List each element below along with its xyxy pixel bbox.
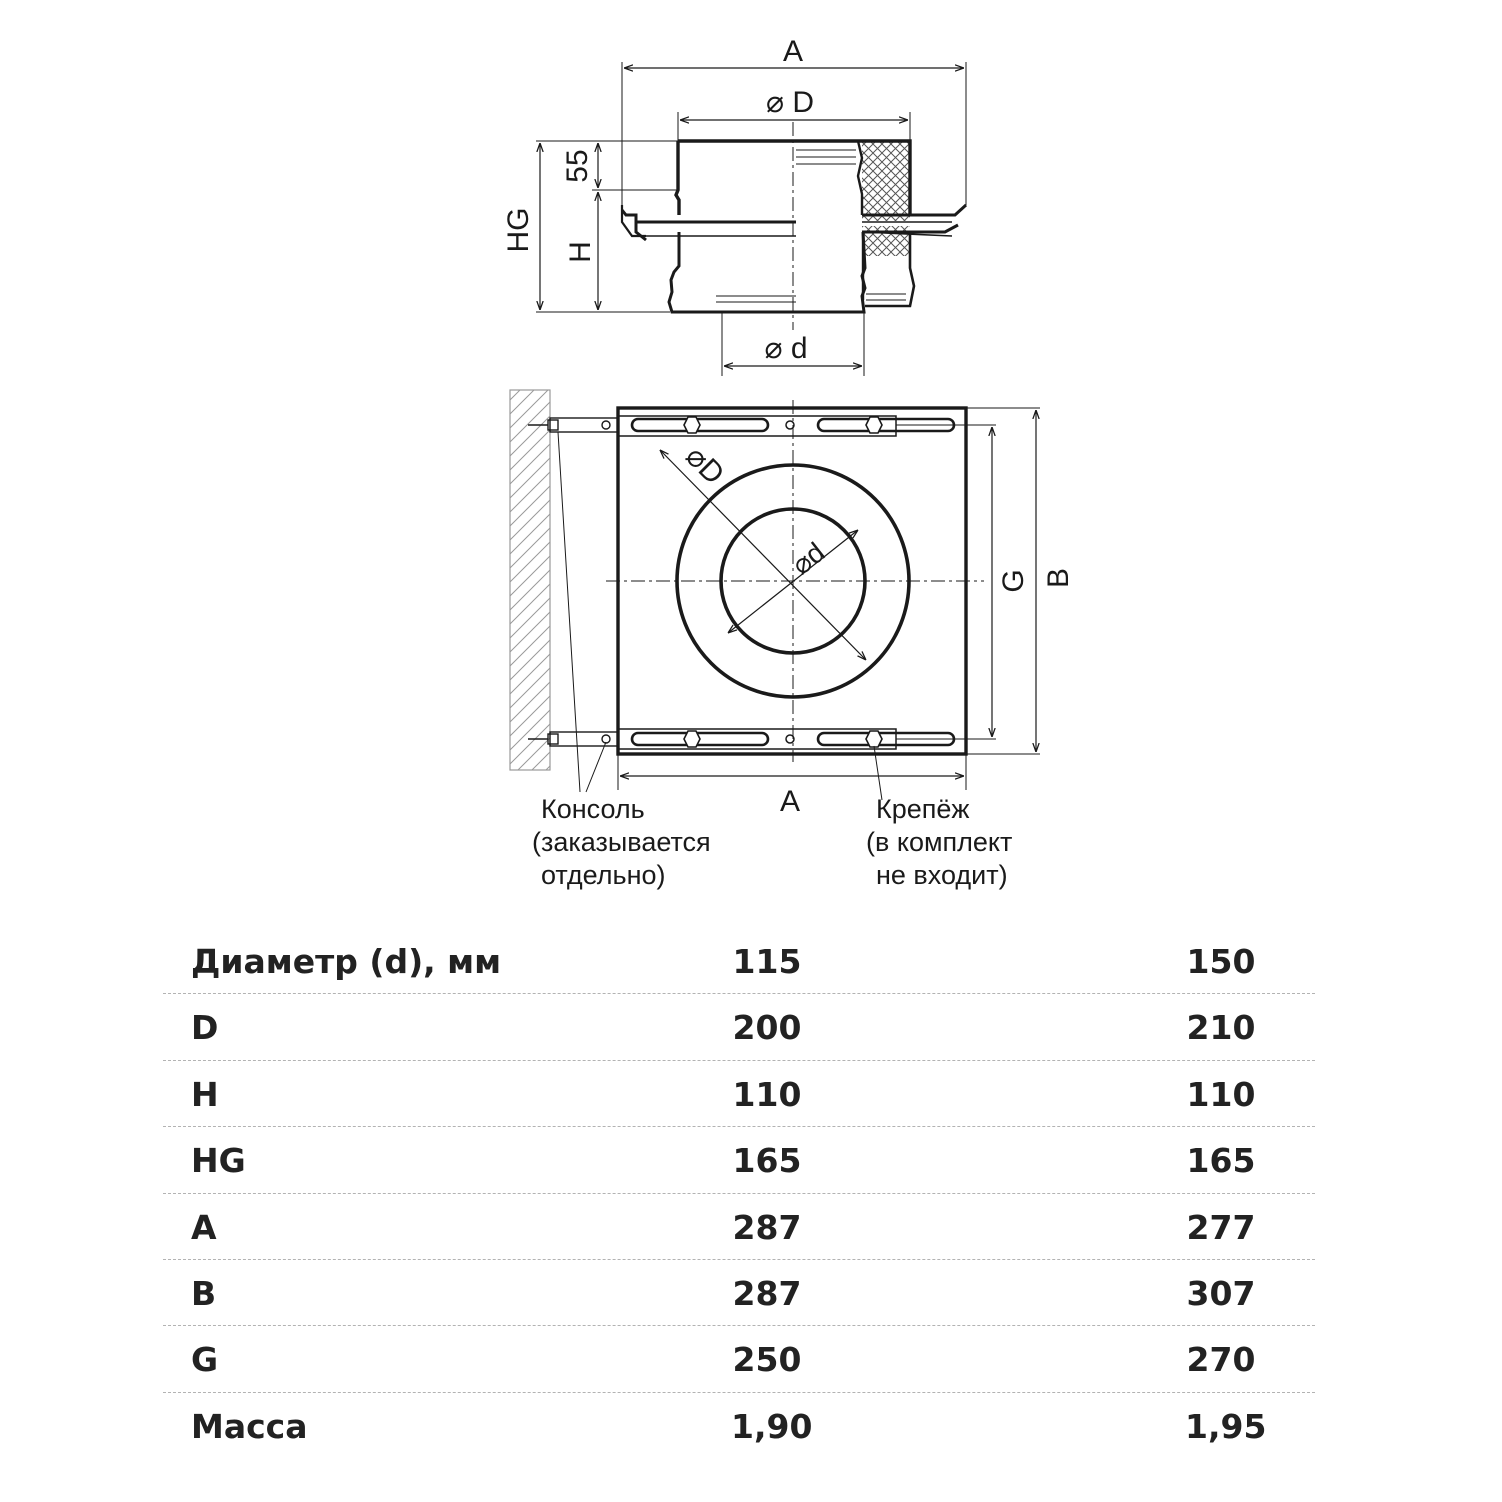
callout-fastener-line-1: Крепёж: [876, 794, 969, 824]
callout-console: Консоль (заказывается отдельно): [532, 794, 711, 890]
label-side-A: A: [783, 35, 803, 68]
callout-console-line-2: (заказывается: [532, 827, 711, 857]
row-label: D: [191, 1008, 219, 1048]
top-view: [509, 389, 1040, 801]
leader-fastener: [873, 745, 883, 801]
label-top-B: B: [1042, 568, 1075, 588]
rail-top: [617, 415, 956, 437]
row-label: H: [191, 1074, 219, 1114]
wall: [509, 389, 551, 771]
diameter-D-line: [660, 450, 866, 660]
row-label: A: [191, 1207, 217, 1247]
callout-console-line-3: отдельно): [541, 860, 666, 890]
row-value-150: 1,95: [1185, 1406, 1267, 1446]
label-top-D: ⌀D: [679, 440, 730, 491]
table-row: G 250 270: [163, 1326, 1315, 1393]
flange-lower-line: [646, 221, 953, 237]
row-value-115: 200: [732, 1008, 802, 1048]
label-side-D: ⌀ D: [766, 86, 814, 119]
row-value-150: 210: [1186, 1008, 1256, 1048]
row-value-150: 165: [1186, 1141, 1256, 1181]
callout-console-line-1: Консоль: [541, 794, 645, 824]
row-label: Диаметр (d), мм: [191, 942, 502, 981]
leader-console: [557, 431, 607, 793]
table-row: H 110 110: [163, 1061, 1315, 1128]
row-value-115: 250: [732, 1340, 802, 1380]
label-side-HG: HG: [502, 208, 535, 253]
outer-casing-lower: [865, 232, 916, 308]
inner-wall: [856, 140, 865, 300]
technical-drawing: A ⌀ D ⌀ d 55 H HG: [502, 35, 1075, 890]
diameter-d-line: [728, 530, 858, 633]
label-side-55: 55: [561, 149, 594, 182]
label-side-H: H: [564, 241, 597, 263]
row-value-115: 110: [732, 1074, 802, 1114]
table-row: B 287 307: [163, 1260, 1315, 1327]
label-side-d: ⌀ d: [764, 332, 807, 365]
label-top-A: A: [780, 785, 800, 818]
row-value-150: 307: [1186, 1273, 1256, 1313]
callout-fastener: Крепёж (в комплект не входит): [866, 794, 1012, 890]
table-row: Диаметр (d), мм 115 150: [163, 928, 1315, 995]
table-row: HG 165 165: [163, 1127, 1315, 1194]
callout-fastener-line-2: (в комплект: [866, 827, 1012, 857]
row-value-115: 1,90: [731, 1406, 813, 1446]
row-value-115: 287: [732, 1273, 802, 1313]
row-value-150: 150: [1186, 942, 1256, 981]
row-value-115: 115: [732, 942, 802, 981]
extension-lines: [536, 62, 967, 376]
label-top-d: ⌀d: [786, 536, 831, 580]
spec-table: Диаметр (d), мм 115 150 D 200 210 H 110 …: [163, 928, 1315, 1459]
seam-lines: [716, 149, 906, 303]
console-arms: [528, 417, 619, 747]
callout-fastener-line-3: не входит): [876, 860, 1008, 890]
row-value-150: 277: [1186, 1207, 1256, 1247]
flange-left: [620, 205, 646, 238]
insulation-upper: [862, 141, 910, 221]
side-view: [536, 62, 968, 376]
row-label: B: [191, 1273, 217, 1313]
row-value-150: 110: [1186, 1074, 1256, 1114]
row-label: G: [191, 1340, 219, 1380]
row-value-115: 287: [732, 1207, 802, 1247]
row-value-150: 270: [1186, 1340, 1256, 1380]
label-top-G: G: [997, 569, 1030, 592]
row-label: Масса: [191, 1406, 308, 1446]
table-row: A 287 277: [163, 1194, 1315, 1260]
row-value-115: 165: [732, 1141, 802, 1181]
flange: [620, 203, 968, 242]
table-row: Масса 1,90 1,95: [163, 1393, 1315, 1459]
table-row: D 200 210: [163, 994, 1315, 1061]
row-label: HG: [191, 1141, 246, 1181]
pipe-lower: [667, 231, 867, 314]
